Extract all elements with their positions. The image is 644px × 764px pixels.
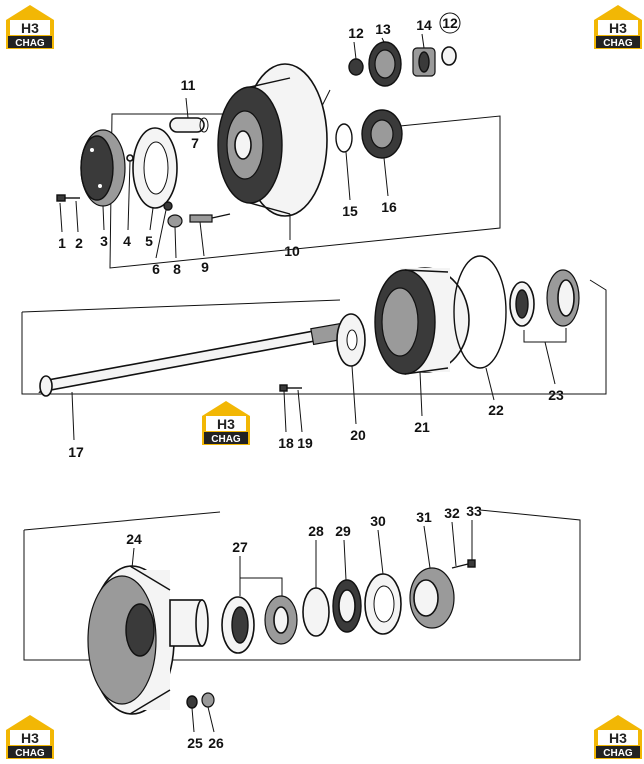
- part-10-housing: [217, 63, 328, 217]
- label-32: 32: [444, 505, 460, 521]
- part-20-thrust-plate: [336, 313, 366, 367]
- svg-text:H3: H3: [21, 20, 39, 36]
- label-20: 20: [350, 427, 366, 443]
- lower-assembly: [87, 559, 476, 715]
- svg-text:CHAG: CHAG: [15, 38, 45, 49]
- part-27-bearing-cup: [221, 596, 255, 654]
- part-16-gear: [361, 109, 403, 159]
- label-25: 25: [187, 735, 203, 751]
- brand-logo-bottom-left: H3 CHAG: [4, 714, 56, 760]
- label-16: 16: [381, 199, 397, 215]
- part-12-washer-b: [441, 46, 457, 66]
- brand-logo-top-right: H3 CHAG: [592, 4, 644, 50]
- part-24-hub: [87, 565, 209, 715]
- label-2: 2: [75, 235, 83, 251]
- svg-text:H3: H3: [21, 730, 39, 746]
- svg-text:H3: H3: [609, 730, 627, 746]
- part-18-bolt: [279, 384, 302, 392]
- part-4-pin: [126, 154, 134, 162]
- label-31: 31: [416, 509, 432, 525]
- brand-logo-top-left: H3 CHAG: [4, 4, 56, 50]
- part-22-o-ring: [453, 255, 507, 369]
- label-24: 24: [126, 531, 142, 547]
- part-14-bearing: [412, 47, 436, 77]
- label-3: 3: [100, 233, 108, 249]
- label-10: 10: [284, 243, 300, 259]
- part-30-shim: [364, 573, 402, 635]
- svg-text:CHAG: CHAG: [603, 748, 633, 759]
- label-21: 21: [414, 419, 430, 435]
- label-29: 29: [335, 523, 351, 539]
- label-14: 14: [416, 17, 432, 33]
- label-26: 26: [208, 735, 224, 751]
- part-8-washer: [167, 214, 183, 228]
- part-9-stud: [189, 213, 231, 223]
- label-5: 5: [145, 233, 153, 249]
- label-27: 27: [232, 539, 248, 555]
- label-8: 8: [173, 261, 181, 277]
- part-1-bolt: [56, 194, 80, 202]
- part-6-nut: [163, 201, 173, 211]
- svg-text:CHAG: CHAG: [15, 748, 45, 759]
- label-17: 17: [68, 444, 84, 460]
- part-15-snap-ring: [335, 123, 353, 153]
- label-9: 9: [201, 259, 209, 275]
- label-13: 13: [375, 21, 391, 37]
- label-7: 7: [191, 135, 199, 151]
- part-3-cover: [80, 129, 126, 207]
- svg-text:CHAG: CHAG: [211, 434, 241, 445]
- label-11: 11: [181, 77, 196, 93]
- part-26-washer: [201, 692, 215, 708]
- part-23-bearing: [509, 269, 580, 327]
- label-22: 22: [488, 402, 504, 418]
- part-27-bearing-cone: [264, 595, 298, 645]
- label-23: 23: [548, 387, 564, 403]
- label-30: 30: [370, 513, 386, 529]
- part-11-pin: [169, 117, 209, 133]
- label-4: 4: [123, 233, 131, 249]
- part-17-shaft: [38, 322, 344, 397]
- part-29-seal: [332, 579, 362, 633]
- part-28-spacer: [302, 587, 330, 637]
- svg-text:CHAG: CHAG: [603, 38, 633, 49]
- label-12-circled: 12: [442, 15, 458, 31]
- brand-logo-bottom-right: H3 CHAG: [592, 714, 644, 760]
- middle-assembly: [38, 255, 580, 397]
- brand-logo-center: H3 CHAG: [200, 400, 252, 446]
- label-18: 18: [278, 435, 294, 451]
- label-19: 19: [297, 435, 313, 451]
- label-33: 33: [466, 503, 482, 519]
- label-12: 12: [348, 25, 364, 41]
- part-21-ring-gear: [374, 267, 470, 375]
- label-15: 15: [342, 203, 358, 219]
- part-5-gasket: [132, 127, 178, 209]
- part-labels: 1 2 3 4 5 6 7 8 9 10 11 12 13 14 12 15 1…: [58, 12, 564, 751]
- label-12-circle: [439, 12, 461, 34]
- part-25-nut: [186, 695, 198, 709]
- part-31-lock-nut: [409, 567, 455, 629]
- label-28: 28: [308, 523, 324, 539]
- part-13-gear: [368, 41, 402, 87]
- svg-text:H3: H3: [217, 416, 235, 432]
- label-6: 6: [152, 261, 160, 277]
- leader-lines: [59, 33, 556, 733]
- panel-frames: [21, 89, 607, 661]
- upper-assembly: [56, 41, 457, 228]
- label-1: 1: [58, 235, 66, 251]
- part-12-washer: [348, 58, 364, 76]
- svg-text:H3: H3: [609, 20, 627, 36]
